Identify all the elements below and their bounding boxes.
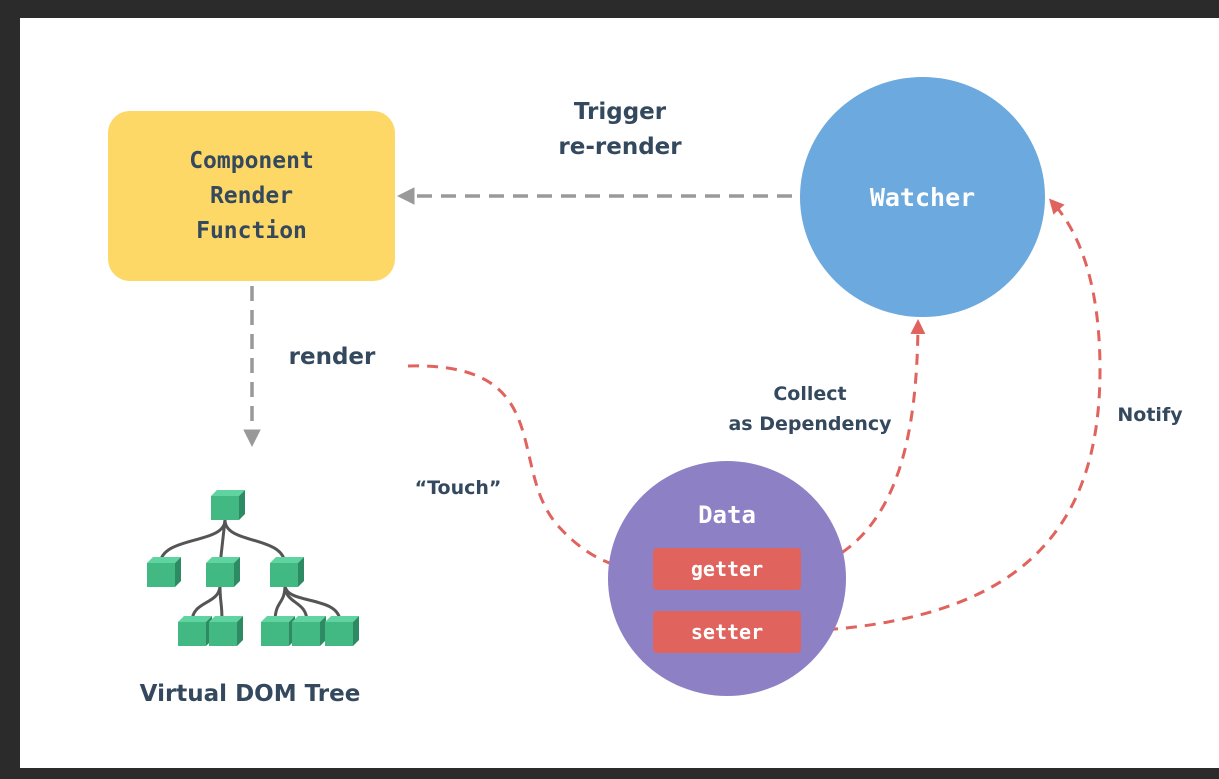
watcher-label: Watcher [869, 182, 976, 212]
collect-dependency-label: Collect as Dependency [728, 383, 892, 435]
touch-arrow [407, 364, 648, 577]
virtual-dom-tree-icon [158, 518, 342, 624]
virtual-dom-tree-label: Virtual DOM Tree [139, 681, 361, 707]
getter-pill: getter [653, 548, 801, 590]
trigger-rerender-label: Trigger re-render [558, 99, 682, 160]
setter-pill: setter [653, 611, 801, 653]
touch-label: “Touch” [414, 477, 502, 499]
watcher-node: Watcher [800, 77, 1045, 317]
collect-dependency-arrow [807, 319, 926, 571]
notify-arrow [807, 198, 1102, 633]
data-node: Data getter setter [608, 461, 846, 696]
render-label: render [288, 344, 376, 370]
render-function-label: Component Render Function [189, 147, 314, 244]
data-label: Data [698, 501, 756, 529]
component-render-function-node: Component Render Function [108, 111, 395, 281]
notify-label: Notify [1117, 404, 1183, 426]
virtual-dom-tree-nodes [147, 490, 359, 646]
